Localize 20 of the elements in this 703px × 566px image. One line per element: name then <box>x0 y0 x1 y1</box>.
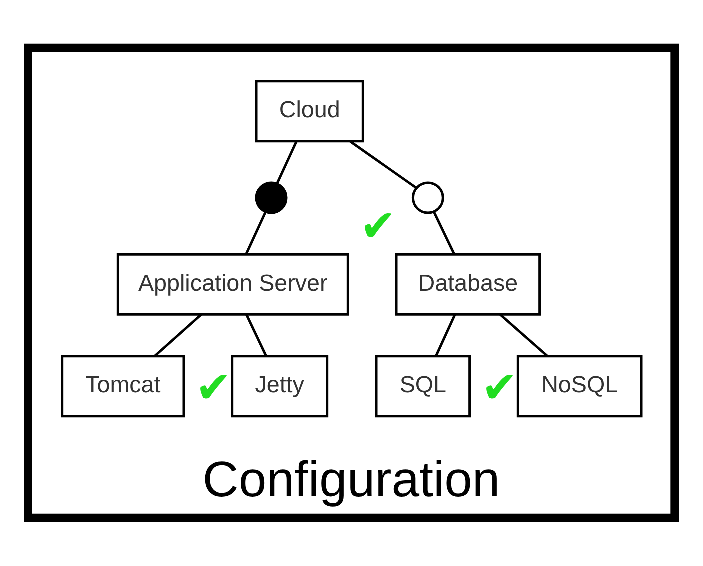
node-box: Cloud <box>255 80 364 143</box>
node-circle <box>412 182 444 214</box>
node-box: Application Server <box>116 253 350 316</box>
connector <box>245 211 267 255</box>
connector <box>350 140 418 190</box>
node-box: SQL <box>375 355 472 418</box>
connector <box>276 141 298 184</box>
node-label: ✔ <box>482 364 518 413</box>
node-label: ✔ <box>196 364 232 413</box>
connector <box>435 314 456 356</box>
connector <box>432 211 456 255</box>
node-box: Tomcat <box>61 355 186 418</box>
connector <box>500 314 548 357</box>
node-box: NoSQL <box>516 355 643 418</box>
node-box: Database <box>395 253 542 316</box>
connector <box>246 314 268 356</box>
connector <box>154 314 202 357</box>
node-label: ✔ <box>360 203 396 251</box>
node-dot <box>255 182 288 214</box>
node-box: Jetty <box>231 355 329 418</box>
